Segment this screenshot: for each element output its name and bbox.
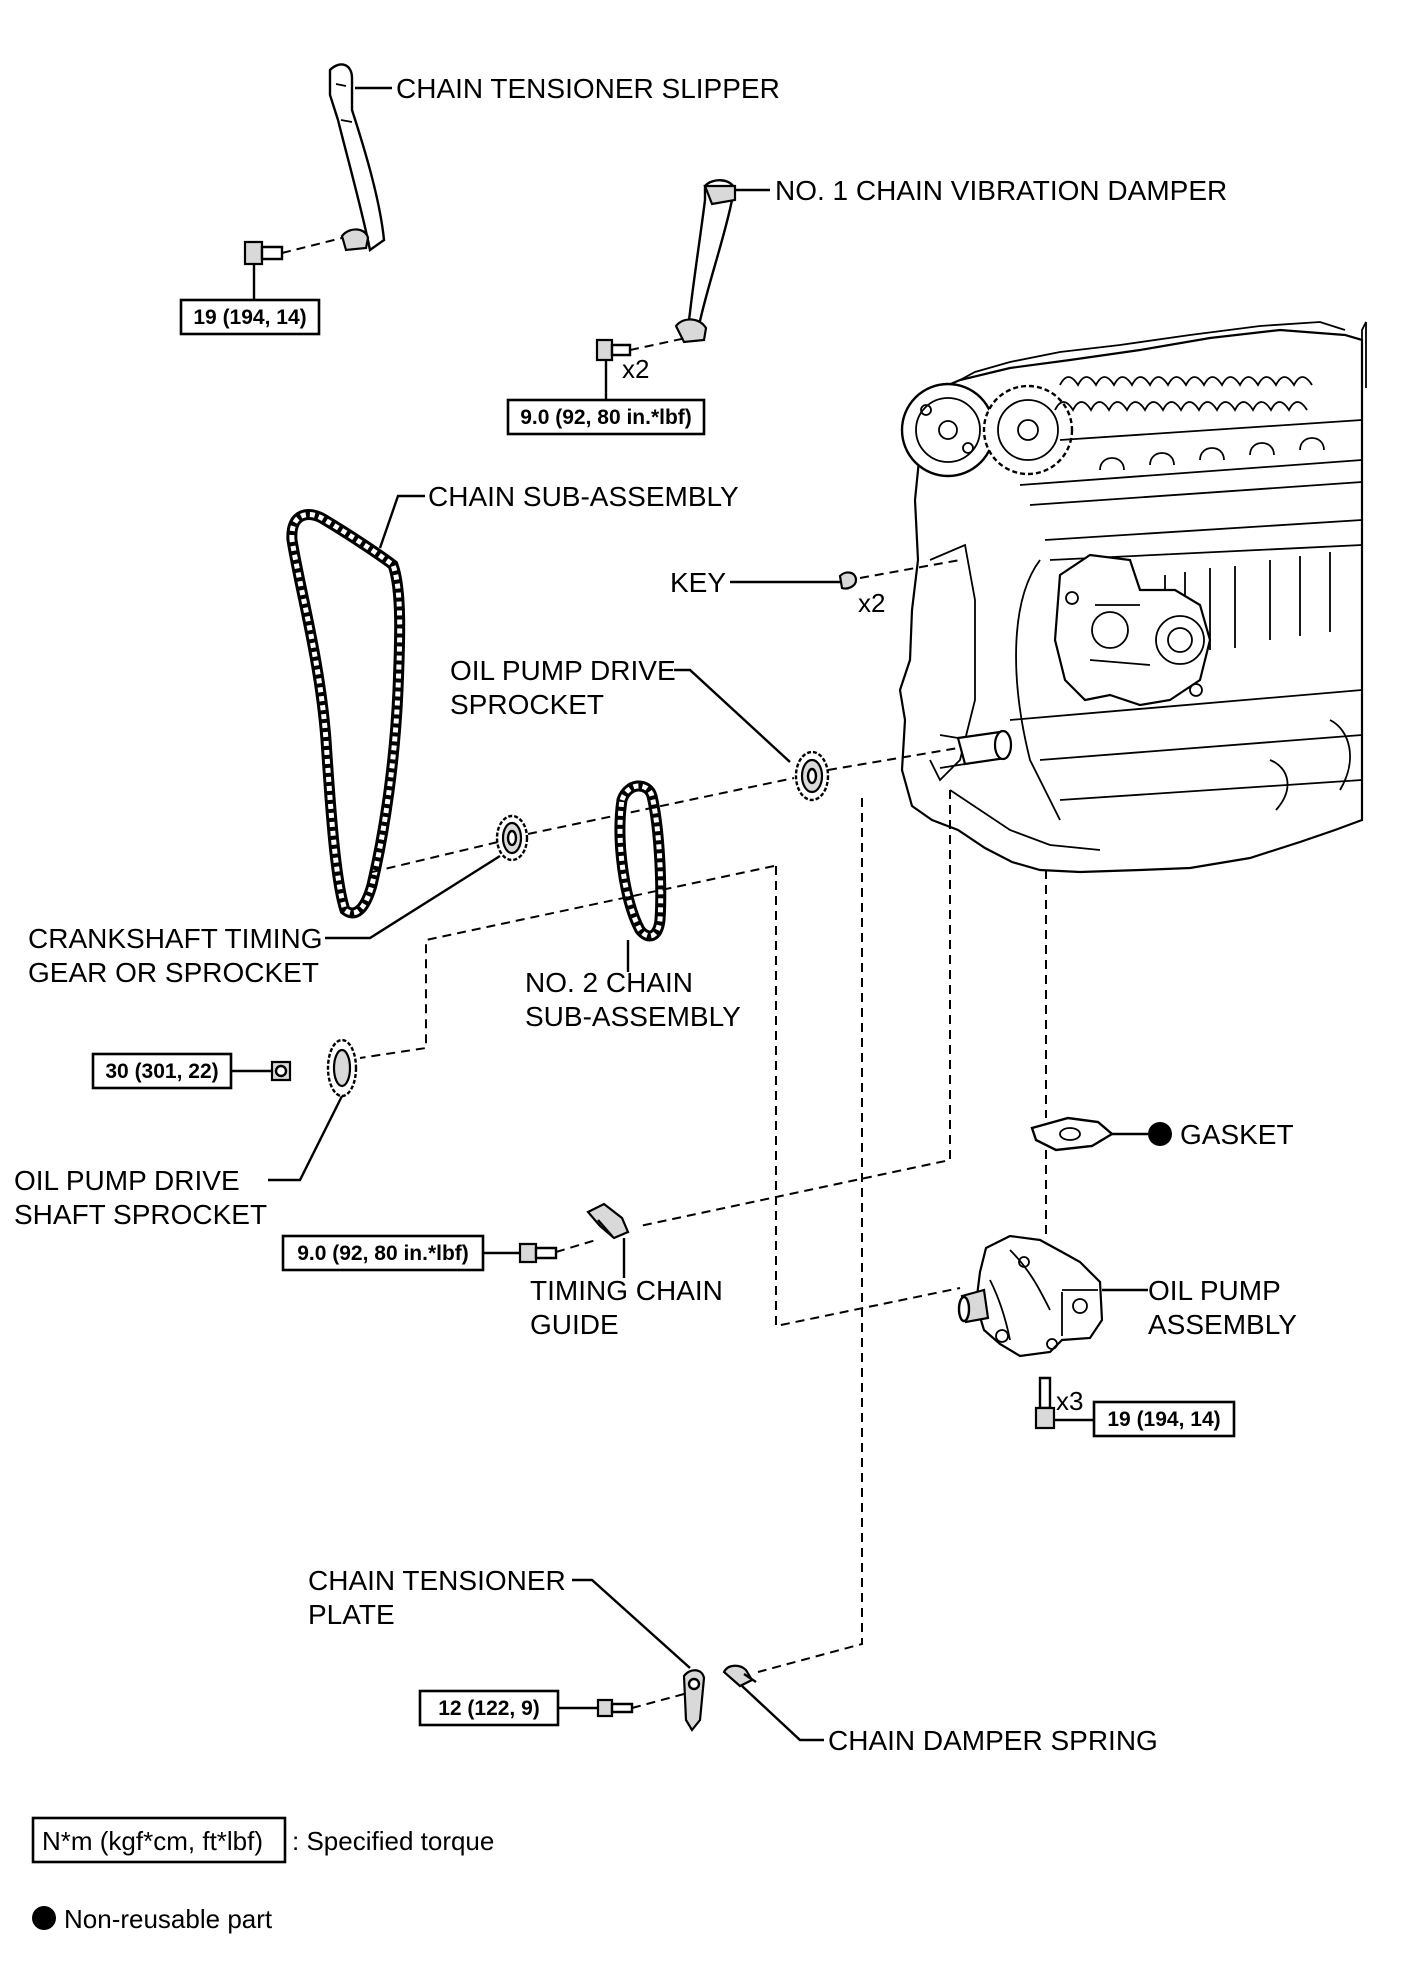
oil-pump-drive-shaft-sprocket	[326, 1038, 358, 1098]
camshaft-sprocket-left	[900, 382, 996, 478]
label-chain-tensioner-plate-1: CHAIN TENSIONER	[308, 1565, 566, 1596]
legend: N*m (kgf*cm, ft*lbf) : Specified torque …	[31, 1816, 494, 1934]
label-oil-pump-assembly-1: OIL PUMP	[1148, 1275, 1281, 1306]
torque-box-oil-pump	[1092, 1400, 1236, 1438]
label-timing-chain-guide-1: TIMING CHAIN	[530, 1275, 723, 1306]
qty-damper-bolts: x2	[622, 354, 649, 384]
label-crankshaft-timing-gear-1: CRANKSHAFT TIMING	[28, 923, 323, 954]
torque-tensioner-plate: 12 (122, 9)	[438, 1697, 540, 1720]
label-crankshaft-timing-gear-2: GEAR OR SPROCKET	[28, 957, 319, 988]
label-chain-tensioner-slipper: CHAIN TENSIONER SLIPPER	[396, 73, 780, 104]
torque-shaft-sprocket: 30 (301, 22)	[105, 1060, 218, 1083]
damper-bolt	[595, 338, 632, 362]
water-pump-housing	[1053, 553, 1212, 707]
label-oil-pump-assembly-2: ASSEMBLY	[1148, 1309, 1297, 1340]
legend-non-reusable-mark	[32, 1906, 56, 1930]
crankshaft-nose	[939, 729, 1013, 769]
oil-pump-drive-sprocket	[794, 750, 830, 802]
sprocket-nut	[270, 1060, 292, 1082]
torque-box-shaft-sprocket	[91, 1052, 233, 1090]
label-no2-chain-sub-assembly-1: NO. 2 CHAIN	[525, 967, 693, 998]
label-oil-pump-drive-shaft-sprocket-2: SHAFT SPROCKET	[14, 1199, 267, 1230]
label-chain-sub-assembly: CHAIN SUB-ASSEMBLY	[428, 481, 739, 512]
crankshaft-timing-gear	[495, 814, 529, 862]
label-gasket: GASKET	[1180, 1119, 1294, 1150]
guide-bolt	[518, 1242, 558, 1264]
label-oil-pump-drive-sprocket-1: OIL PUMP DRIVE	[450, 655, 676, 686]
chain-tensioner-plate	[682, 1669, 706, 1732]
tensioner-plate-bolt	[596, 1698, 634, 1718]
oil-pump-assembly	[957, 1234, 1104, 1358]
slipper-bolt	[243, 240, 284, 266]
qty-oil-pump-bolts: x3	[1056, 1386, 1083, 1416]
label-timing-chain-guide-2: GUIDE	[530, 1309, 619, 1340]
chain-damper-spring	[722, 1664, 757, 1688]
non-reusable-mark-gasket	[1148, 1122, 1172, 1146]
torque-chain-guide: 9.0 (92, 80 in.*lbf)	[297, 1242, 469, 1265]
legend-torque-box	[31, 1816, 287, 1864]
key-icon	[838, 571, 858, 590]
torque-box-tensioner-plate	[418, 1689, 560, 1727]
torque-box-slipper	[179, 298, 321, 336]
chain-tensioner-slipper	[328, 63, 386, 253]
camshaft-sprocket-right	[982, 384, 1074, 476]
engine-block	[898, 321, 1367, 874]
qty-key: x2	[858, 588, 885, 618]
legend-torque-desc: : Specified torque	[292, 1826, 494, 1856]
no2-chain-sub-assembly	[614, 780, 667, 942]
torque-box-damper	[506, 398, 706, 436]
label-no1-chain-vibration-damper: NO. 1 CHAIN VIBRATION DAMPER	[775, 175, 1227, 206]
label-oil-pump-drive-shaft-sprocket-1: OIL PUMP DRIVE	[14, 1165, 240, 1196]
label-no2-chain-sub-assembly-2: SUB-ASSEMBLY	[525, 1001, 741, 1032]
slipper-bolt-dash	[281, 237, 343, 254]
label-key: KEY	[670, 567, 726, 598]
chain-sub-assembly	[286, 509, 406, 919]
timing-chain-guide	[586, 1202, 630, 1240]
no1-chain-vibration-damper	[674, 179, 737, 344]
legend-torque-unit: N*m (kgf*cm, ft*lbf)	[42, 1826, 263, 1856]
oil-pump-bolt	[1034, 1376, 1056, 1430]
label-chain-damper-spring: CHAIN DAMPER SPRING	[828, 1725, 1158, 1756]
gasket	[1030, 1116, 1115, 1152]
label-oil-pump-drive-sprocket-2: SPROCKET	[450, 689, 604, 720]
torque-damper: 9.0 (92, 80 in.*lbf)	[520, 406, 692, 429]
torque-oil-pump: 19 (194, 14)	[1107, 1408, 1220, 1431]
torque-slipper: 19 (194, 14)	[193, 306, 306, 329]
torque-box-chain-guide	[281, 1234, 485, 1272]
label-chain-tensioner-plate-2: PLATE	[308, 1599, 395, 1630]
legend-nonreusable-desc: Non-reusable part	[64, 1904, 273, 1934]
